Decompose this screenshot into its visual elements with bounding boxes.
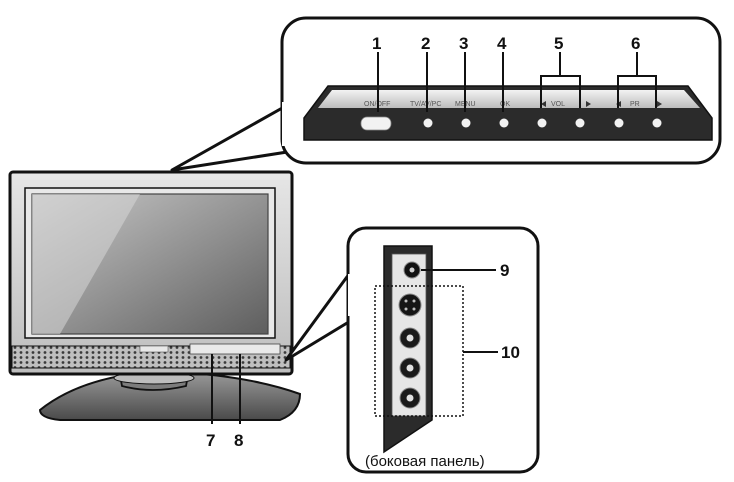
tv-screen-reflection xyxy=(32,194,140,334)
side-callout-pointer xyxy=(284,268,354,362)
pr-down-button[interactable] xyxy=(614,118,624,128)
callout-7: 7 xyxy=(206,431,215,450)
callout-5: 5 xyxy=(554,34,563,53)
side-panel-caption: (боковая панель) xyxy=(365,453,485,470)
menu-button[interactable] xyxy=(461,118,471,128)
s-video-port[interactable] xyxy=(398,293,422,317)
ok-button[interactable] xyxy=(499,118,509,128)
vol-label: VOL xyxy=(551,101,565,108)
callout-4: 4 xyxy=(497,34,507,53)
top-control-panel-callout: ON/OFF TV/AV/PC MENU OK VOL PR xyxy=(170,16,722,172)
pr-up-arrow-icon xyxy=(657,101,662,107)
ok-label: OK xyxy=(500,101,510,108)
top-control-strip-face xyxy=(318,90,700,108)
side-panel-callout: 9 10 (боковая панель) xyxy=(284,226,540,474)
callout-6: 6 xyxy=(631,34,640,53)
pr-up-button[interactable] xyxy=(652,118,662,128)
tv-logo-plate xyxy=(139,345,169,353)
tv-av-pc-label: TV/AV/PC xyxy=(410,101,441,108)
vol-up-arrow-icon xyxy=(586,101,591,107)
callout-10: 10 xyxy=(501,343,520,362)
callout-1: 1 xyxy=(372,34,381,53)
pr-label: PR xyxy=(630,101,640,108)
tv-stand xyxy=(38,371,302,421)
tv-front-panel xyxy=(189,343,281,355)
vol-down-arrow-icon xyxy=(541,101,546,107)
callout-2: 2 xyxy=(421,34,430,53)
callout-8: 8 xyxy=(234,431,243,450)
tv-av-pc-button[interactable] xyxy=(423,118,433,128)
callout-3: 3 xyxy=(459,34,468,53)
callout-9: 9 xyxy=(500,261,509,280)
vol-down-button[interactable] xyxy=(537,118,547,128)
tv-front: 7 8 xyxy=(8,170,302,450)
vol-up-button[interactable] xyxy=(575,118,585,128)
power-button[interactable] xyxy=(360,116,392,131)
